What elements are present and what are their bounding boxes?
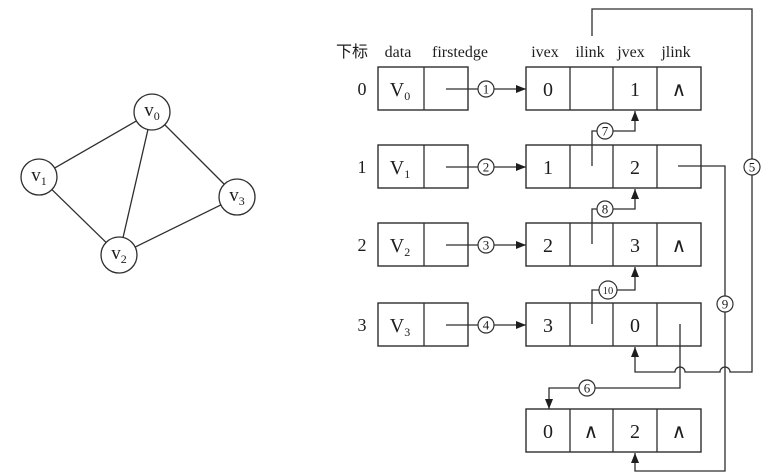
link-marker-label: 10 [603, 286, 614, 297]
link-node3-jlink: 6 [545, 324, 681, 409]
vertex-data: V1 [390, 157, 410, 181]
link-path [591, 208, 597, 244]
row-index: 1 [358, 157, 367, 177]
graph-edge-v2-v3 [134, 204, 222, 248]
vertex-row-1: 1 V1 2 [358, 144, 526, 189]
vertex-label: v0 [144, 100, 160, 123]
row-index: 3 [358, 315, 367, 335]
link-node2-ilink: 8 [591, 189, 639, 244]
link-node1-ilink: 7 [591, 111, 639, 166]
graph-edge-v0-v3 [164, 124, 225, 185]
link-arrow [631, 312, 726, 472]
link-path [595, 324, 681, 389]
edge-node-4: 0 ∧ 2 ∧ [525, 408, 702, 453]
ivex-value: 1 [543, 157, 553, 179]
header-index: 下标 [336, 42, 368, 61]
jvex-value: 1 [630, 79, 640, 101]
link-arrow [613, 189, 639, 210]
link-node3-ilink: 10 [591, 267, 639, 324]
jvex-value: 3 [630, 235, 640, 257]
ivex-value: 0 [543, 79, 553, 101]
header-jvex: jvex [616, 44, 645, 61]
jlink-value: ∧ [672, 79, 687, 101]
vertex-label: v3 [229, 185, 245, 208]
graph-vertex-v1: v1 [20, 158, 58, 196]
jvex-value: 2 [630, 157, 640, 179]
edge-node-3: 3 0 [525, 302, 702, 347]
graph-vertex-v2: v2 [100, 236, 138, 274]
header-firstedge: firstedge [432, 44, 488, 61]
graph-edge-v0-v2 [122, 129, 149, 238]
ivex-value: 2 [543, 235, 553, 257]
ilink-value: ∧ [584, 421, 599, 443]
link-path [591, 8, 753, 159]
link-arrow [617, 267, 639, 291]
graph-vertex-v3: v3 [218, 178, 256, 216]
link-marker-label: 9 [722, 297, 729, 312]
header-ivex: ivex [531, 44, 559, 61]
jlink-value: ∧ [672, 421, 687, 443]
link-arrow [545, 387, 579, 409]
graph-edges [51, 120, 225, 248]
link-marker-label: 8 [602, 202, 609, 217]
graph-edge-v0-v1 [54, 120, 137, 169]
edge-node-2: 2 3 ∧ [525, 222, 702, 267]
ivex-value: 0 [543, 421, 553, 443]
graph-vertex-v0: v0 [133, 93, 171, 131]
link-node0-ilink: 5 [591, 8, 761, 373]
vertex-data: V3 [390, 315, 410, 339]
undirected-graph: v0 v1 v2 v3 [20, 93, 256, 274]
vertex-row-0: 0 V0 1 [358, 66, 526, 111]
header-data: data [385, 44, 412, 61]
vertex-data: V0 [390, 79, 410, 103]
edge-marker-label: 2 [483, 160, 490, 175]
header-jlink: jlink [660, 44, 690, 61]
link-path [678, 165, 726, 296]
ivex-value: 3 [543, 315, 553, 337]
link-path [591, 289, 599, 324]
vertex-label: v1 [31, 165, 47, 188]
link-arrow [631, 175, 753, 373]
header-ilink: ilink [575, 44, 604, 61]
row-index: 0 [358, 79, 367, 99]
jvex-value: 0 [630, 315, 640, 337]
vertex-label: v2 [111, 243, 127, 266]
vertex-row-3: 3 V3 4 [358, 302, 526, 347]
link-marker-label: 5 [749, 160, 756, 175]
link-marker-label: 7 [602, 124, 609, 139]
link-node1-jlink: 9 [631, 165, 734, 472]
vertex-data: V2 [390, 235, 410, 259]
jlink-value: ∧ [672, 235, 687, 257]
edge-marker-label: 4 [483, 318, 490, 333]
jvex-value: 2 [630, 421, 640, 443]
edge-marker-label: 1 [483, 82, 490, 97]
vertex-row-2: 2 V2 3 [358, 222, 526, 267]
link-marker-label: 6 [584, 381, 591, 396]
graph-edge-v1-v2 [51, 189, 107, 243]
link-path [591, 130, 597, 166]
edge-node-1: 1 2 [525, 144, 702, 189]
edge-node-0: 0 1 ∧ [525, 66, 702, 111]
edge-marker-label: 3 [483, 238, 490, 253]
row-index: 2 [358, 235, 367, 255]
table-headers: 下标 data firstedge ivex ilink jvex jlink [336, 42, 691, 61]
link-arrow [613, 111, 639, 132]
